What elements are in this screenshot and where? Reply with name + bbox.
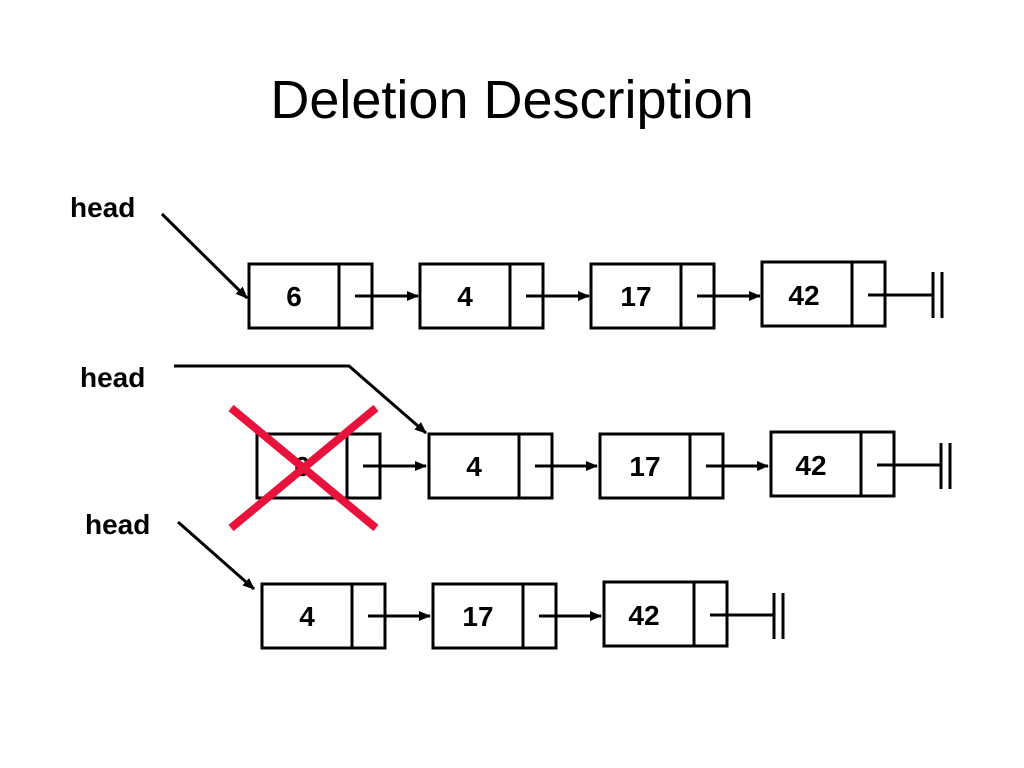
list-node: 42 [769,430,896,498]
node-value: 4 [299,601,315,632]
list-node: 17 [589,262,716,330]
null-terminator-icon [877,443,952,489]
list-node: 4 [260,582,387,650]
node-value: 42 [795,450,826,481]
node-value: 6 [286,281,302,312]
list-after: head 4 17 42 [85,509,785,650]
delete-cross-icon [228,404,379,532]
head-label: head [85,509,150,540]
head-pointer-arrow [174,364,427,435]
node-value: 4 [466,451,482,482]
page-title: Deletion Description [270,70,753,130]
list-node: 42 [760,260,887,328]
list-node: 6 [247,262,374,330]
list-node: 4 [427,432,554,500]
head-label: head [70,192,135,223]
node-value: 17 [620,281,651,312]
head-pointer-arrow [177,520,255,591]
node-value: 42 [788,280,819,311]
list-during-delete: head 6 4 17 42 [80,362,952,532]
null-terminator-icon [710,593,785,639]
node-value: 42 [628,600,659,631]
head-label: head [80,362,145,393]
list-node: 17 [431,582,558,650]
list-node: 42 [602,580,729,648]
list-before: head 6 4 17 42 [70,192,944,330]
list-node: 17 [598,432,725,500]
head-pointer-arrow [160,212,249,300]
null-terminator-icon [868,272,944,318]
node-value: 17 [629,451,660,482]
node-value: 17 [462,601,493,632]
cross-stroke [228,404,379,532]
node-value: 4 [457,281,473,312]
list-node: 4 [418,262,545,330]
